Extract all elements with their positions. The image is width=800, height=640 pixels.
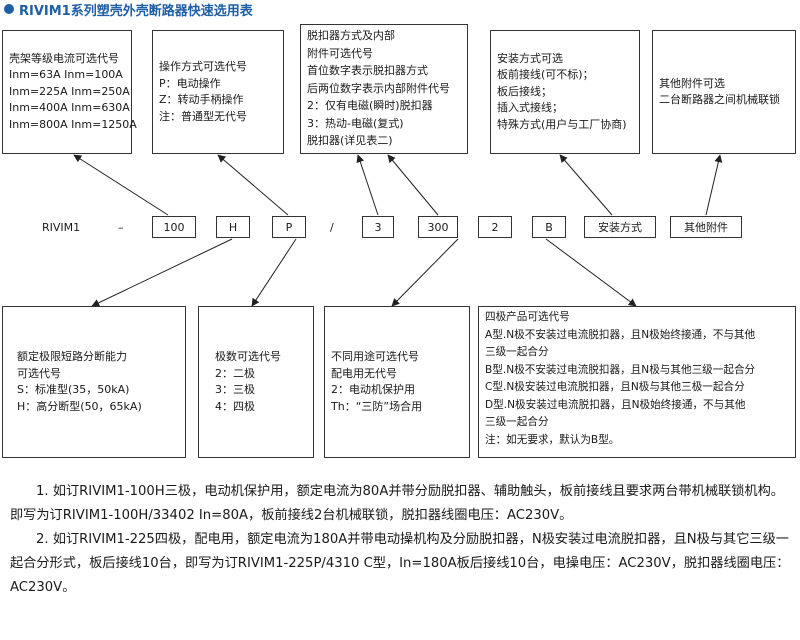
example-note-2: 2. 如订RIVIM1-225四极，配电用，额定电流为180A并带电动操机构及分… [10,532,790,595]
operation-mode-box: 操作方式可选代号 P：电动操作 Z：转动手柄操作 注：普通型无代号 [152,30,284,154]
pole-count-box: 极数可选代号 2：二极 3：三极 4：四极 [198,306,314,458]
page-title: RIVIM1系列塑壳外壳断路器快速选用表 [19,3,253,19]
model-dash: – [118,220,124,234]
arrow-usage-to-box [391,238,459,307]
usage-box: 不同用途可选代号 配电用无代号 2：电动机保护用 Th：“三防”场合用 [324,306,470,458]
arrow-pole-type-to-box [545,238,637,307]
code-operation: P [272,216,306,238]
code-current: 100 [152,216,196,238]
arrow-current-to-frame [73,154,169,216]
arrow-poles-to-box [251,238,297,307]
arrow-breaking-to-box [91,238,233,307]
arrow-release-to-box [356,154,379,216]
arrow-operation-to-box [217,154,289,216]
arrow-accessory-to-box [387,154,439,216]
breaking-capacity-box: 额定极限短路分断能力 可选代号 S：标准型(35，50kA) H：高分断型(50… [2,306,186,458]
code-slash: / [330,220,334,234]
release-accessory-box: 脱扣器方式及内部 附件可选代号 首位数字表示脱扣器方式 后两位数字表示内部附件代… [300,24,468,154]
code-accessory: 300 [418,216,458,238]
arrow-connectors [73,154,723,307]
other-accessory-box: 其他附件可选 二台断路器之间机械联锁 [652,30,796,154]
code-other: 其他附件 [670,216,742,238]
code-install: 安装方式 [584,216,656,238]
arrow-other-to-box [705,154,723,216]
bullet-icon [4,4,14,14]
model-prefix: RIVIM1 [42,220,81,234]
four-pole-type-box: 四极产品可选代号 A型.N极不安装过电流脱扣器，且N极始终接通，不与其他 三级一… [478,306,796,458]
code-pole-type: B [532,216,566,238]
frame-current-box: 壳架等级电流可选代号 Inm=63A Inm=100A Inm=225A Inm… [2,30,137,154]
code-release: 3 [362,216,394,238]
install-method-box: 安装方式可选 板前接线(可不标)； 板后接线； 插入式接线； 特殊方式(用户与工… [490,30,640,154]
code-breaking: H [216,216,250,238]
example-note-1: 1. 如订RIVIM1-100H三极，电动机保护用，额定电流为80A并带分励脱扣… [10,484,784,523]
arrow-install-to-box [559,154,613,216]
order-examples: 1. 如订RIVIM1-100H三极，电动机保护用，额定电流为80A并带分励脱扣… [10,480,794,600]
header: RIVIM1系列塑壳外壳断路器快速选用表 [4,0,253,19]
code-poles: 2 [478,216,512,238]
